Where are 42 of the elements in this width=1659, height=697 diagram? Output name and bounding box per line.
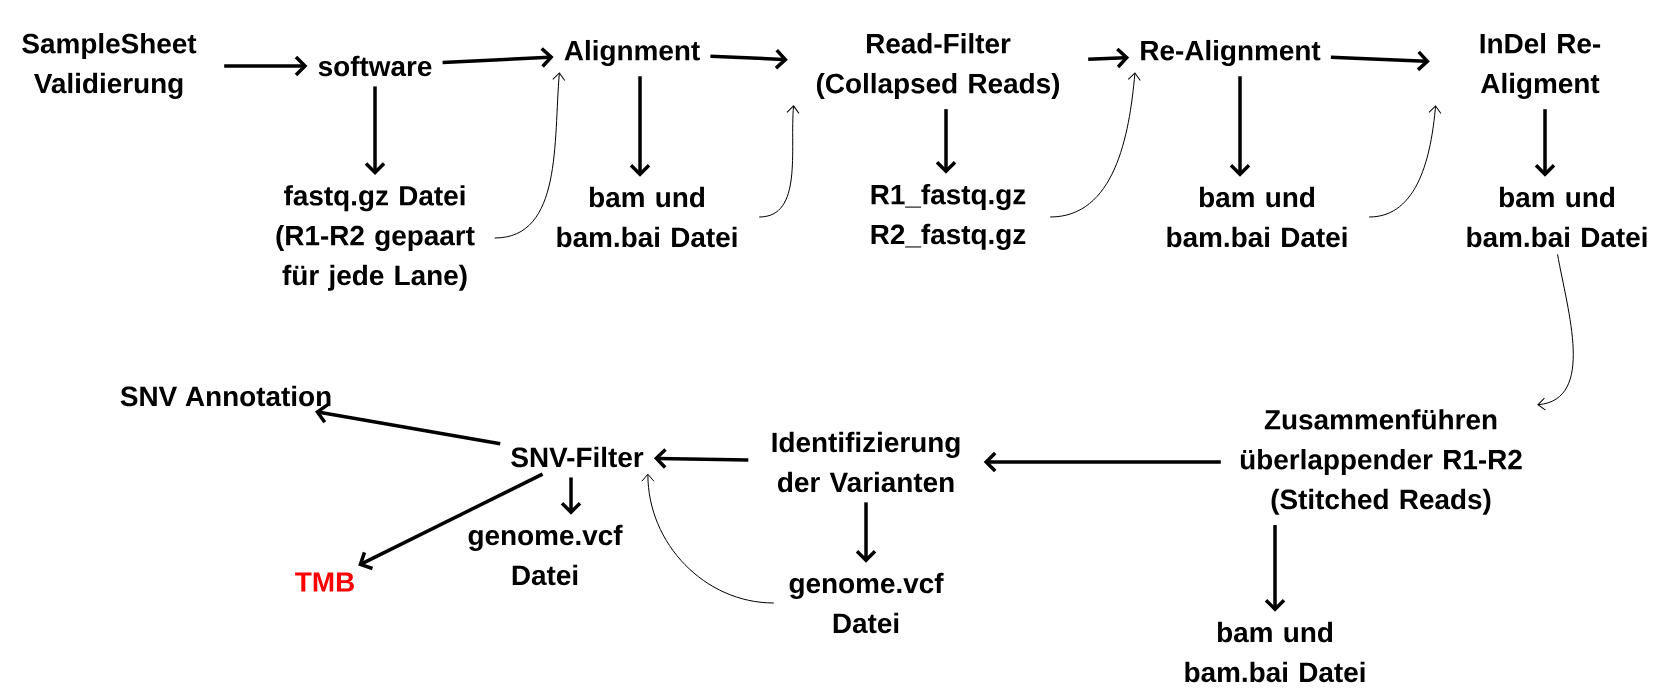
arrow: [1088, 47, 1130, 69]
arrow: [358, 472, 544, 571]
step-label: bam und bam.bai Datei: [1467, 186, 1647, 248]
arrow: [442, 47, 554, 68]
arrow: [629, 76, 651, 177]
step-label: SNV-Filter: [511, 446, 644, 468]
step-label: software: [318, 55, 432, 77]
arrow: [494, 72, 566, 239]
arrow: [641, 473, 775, 604]
arrow: [315, 403, 501, 446]
arrow: [1368, 105, 1442, 218]
arrow: [1049, 72, 1141, 218]
step-label: bam und bam.bai Datei: [1167, 186, 1347, 248]
step-label: InDel Re-Aligment: [1480, 33, 1601, 99]
arrow: [935, 109, 957, 174]
step-label: SampleSheet Validierung: [22, 33, 197, 99]
step-label: Alignment: [564, 39, 700, 67]
step-label: genome.vcf Datei: [468, 524, 623, 586]
step-label: bam und bam.bai Datei: [557, 186, 737, 248]
step-label: TMB: [295, 572, 354, 592]
step-label: R1_fastq.gz R2_fastq.gz: [871, 184, 1026, 250]
step-label: fastq.gz Datei (R1-R2 gepaart für jede Lane): [276, 185, 475, 291]
arrow: [758, 105, 800, 218]
arrow: [855, 502, 877, 563]
arrow: [224, 55, 308, 77]
arrow: [653, 448, 749, 469]
arrow: [983, 451, 1221, 473]
step-label: bam und bam.bai Datei: [1185, 621, 1365, 683]
arrow: [1534, 109, 1556, 177]
step-label: Read-Filter (Collapsed Reads): [816, 33, 1060, 99]
arrow: [1229, 76, 1251, 177]
step-label: Re-Alignment: [1141, 39, 1321, 67]
arrow: [710, 48, 788, 70]
arrow: [1537, 253, 1574, 411]
arrow: [1330, 50, 1430, 72]
step-label: Zusammenführen überlappender R1-R2 (Stitched Reads): [1240, 409, 1522, 515]
arrow: [1264, 525, 1286, 612]
step-label: genome.vcf Datei: [789, 572, 944, 634]
step-label: Identifizierung der Varianten: [772, 431, 960, 493]
arrow: [364, 86, 386, 175]
arrow: [560, 477, 582, 515]
step-label: SNV Annotation: [120, 385, 331, 407]
